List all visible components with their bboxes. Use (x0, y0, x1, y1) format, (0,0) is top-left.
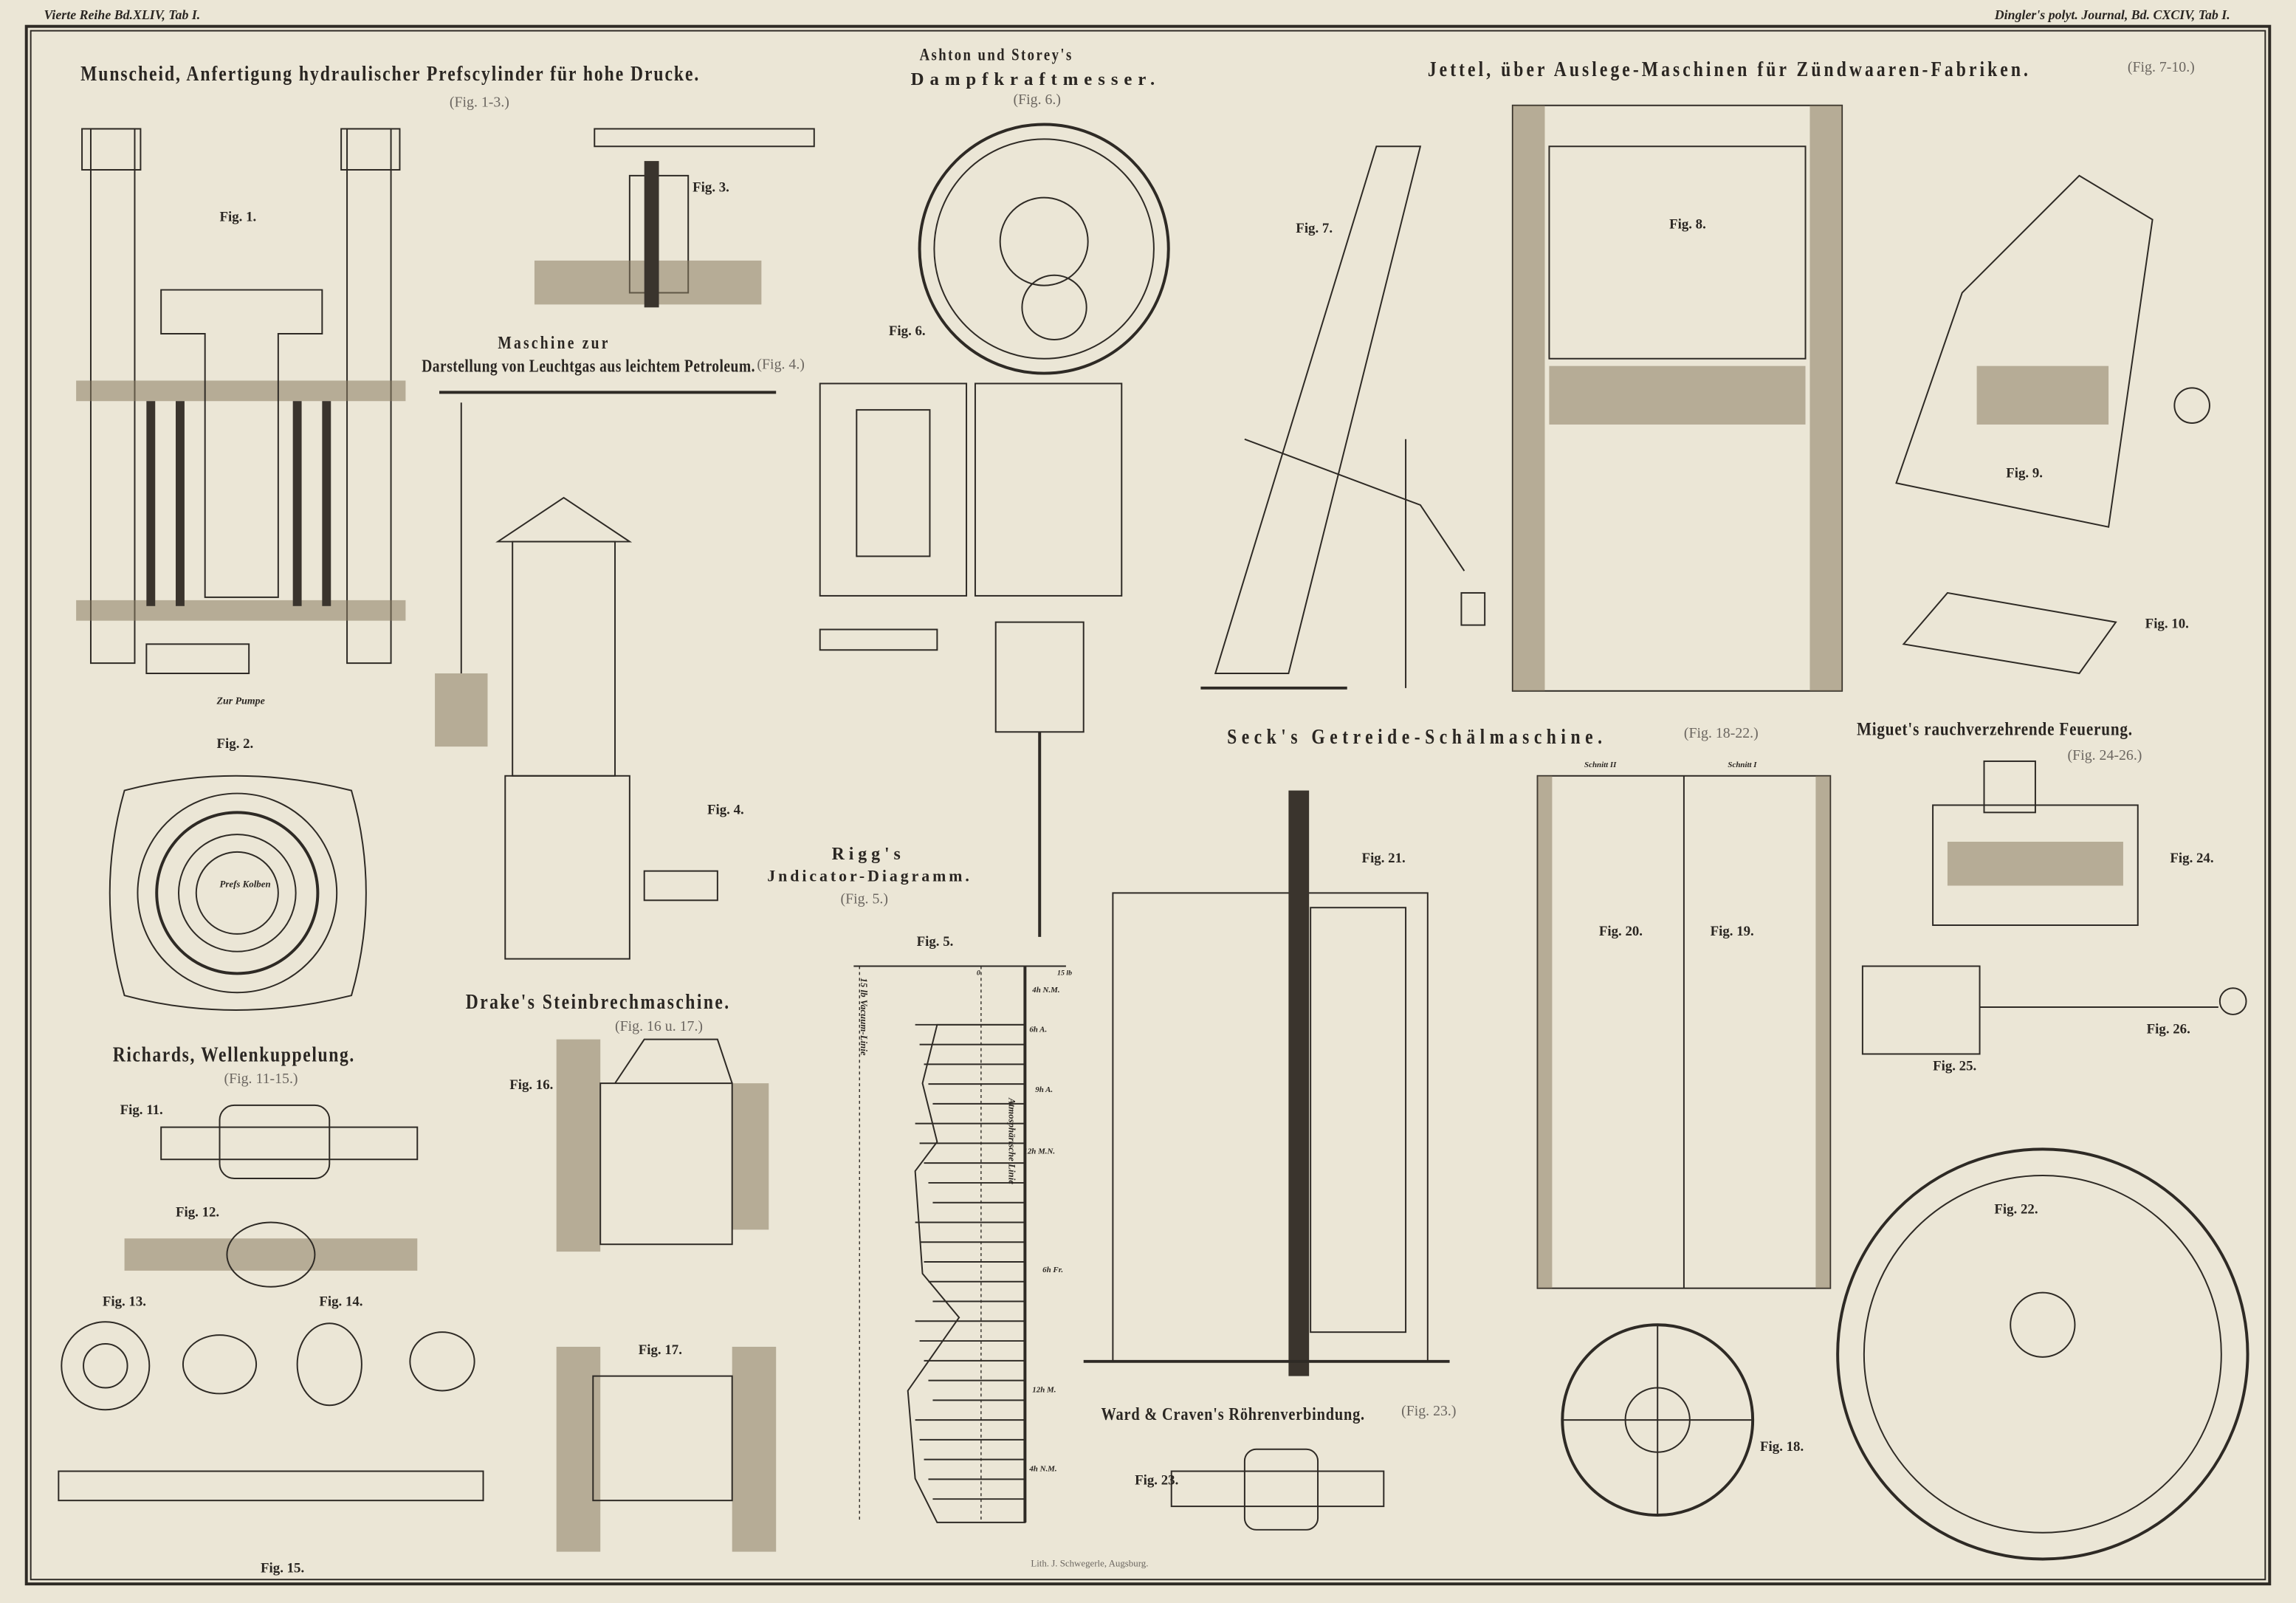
time-label: 12h M.N. (1023, 1147, 1056, 1157)
ashton-title-2: Dampfkraftmesser. (910, 69, 1161, 89)
fig-label-15: Fig. 15. (261, 1562, 305, 1577)
annotation-vacuum-linie: 15 lb Vacuum-Linie (858, 978, 869, 1056)
fig-label-18: Fig. 18. (1760, 1440, 1804, 1455)
fig-label-19: Fig. 19. (1710, 925, 1754, 940)
fig-label-7: Fig. 7. (1296, 222, 1333, 238)
fig-label-22: Fig. 22. (1994, 1203, 2038, 1218)
fig8-drawing (1511, 104, 1843, 692)
fig-label-4: Fig. 4. (707, 803, 744, 819)
ward-title: Ward & Craven's Röhrenverbindung. (1101, 1404, 1365, 1425)
munscheid-title: Munscheid, Anfertigung hydraulischer Pre… (80, 63, 701, 86)
annotation-schnitt-2: Schnitt II (1584, 761, 1617, 770)
annotation-scale-zero: 0 (976, 970, 980, 978)
ashton-title-1: Ashton und Storey's (919, 47, 1073, 65)
richards-figs: (Fig. 11-15.) (224, 1071, 298, 1088)
fig1-press-drawing (76, 128, 406, 674)
fig-label-8: Fig. 8. (1669, 218, 1706, 233)
fig-label-13: Fig. 13. (102, 1295, 146, 1311)
fig3-drawing (534, 128, 815, 308)
jettel-figs: (Fig. 7-10.) (2127, 60, 2195, 77)
fig-label-11: Fig. 11. (120, 1103, 163, 1119)
rigg-title-2: Jndicator-Diagramm. (767, 868, 972, 886)
fig-label-6: Fig. 6. (888, 325, 926, 340)
seck-title: Seck's Getreide-Schälmaschine. (1227, 726, 1607, 750)
time-label: 4h N.M. (1032, 986, 1060, 996)
time-label: 12h M. (1032, 1386, 1056, 1396)
fig-label-23: Fig. 23. (1135, 1474, 1179, 1489)
fig-label-3: Fig. 3. (692, 181, 729, 196)
annotation-zur-pumpe: Zur Pumpe (216, 695, 265, 707)
fig6-dynamometer-drawing (819, 123, 1170, 937)
annotation-prefs-kolben: Prefs Kolben (219, 879, 271, 890)
fig24-26-furnace-drawing (1861, 760, 2247, 1055)
rigg-title-1: Rigg's (831, 842, 905, 864)
fig-label-10: Fig. 10. (2145, 617, 2189, 633)
fig5-indicator-diagram (853, 965, 1066, 1523)
time-label: 6h A. (1029, 1026, 1048, 1035)
fig-label-24: Fig. 24. (2170, 851, 2214, 867)
fig-label-16: Fig. 16. (509, 1079, 554, 1094)
jettel-title: Jettel, über Auslege-Maschinen für Zündw… (1427, 58, 2031, 83)
seck-figs: (Fig. 18-22.) (1683, 726, 1759, 743)
richards-title: Richards, Wellenkuppelung. (112, 1043, 355, 1068)
fig7-drawing (1200, 145, 1486, 690)
fig-label-25: Fig. 25. (1933, 1060, 1977, 1075)
annotation-atmos-linie: Atmosphärische Linie (1006, 1097, 1017, 1185)
time-label: 4h N.M. (1029, 1465, 1057, 1475)
fig23-pipe-joint-drawing (1170, 1448, 1385, 1531)
fig-label-21: Fig. 21. (1361, 851, 1406, 867)
time-label: 9h A. (1035, 1086, 1054, 1095)
fig19-20-drawing (1536, 775, 1832, 1289)
fig-label-26: Fig. 26. (2146, 1023, 2190, 1038)
maschine-figs: (Fig. 4.) (757, 357, 805, 374)
fig18-drawing (1561, 1323, 1755, 1517)
fig22-drawing (1836, 1147, 2249, 1561)
lithographer-credit: Lith. J. Schwegerle, Augsburg. (1031, 1559, 1149, 1570)
maschine-title-1: Maschine zur (498, 332, 611, 353)
fig-label-17: Fig. 17. (638, 1344, 682, 1359)
fig-label-5: Fig. 5. (916, 935, 954, 950)
fig-label-9: Fig. 9. (2006, 467, 2043, 482)
fig9-fig10-drawing (1895, 174, 2210, 675)
miguet-title: Miguet's rauchverzehrende Feuerung. (1856, 717, 2133, 740)
plate-header-right: Dingler's polyt. Journal, Bd. CXCIV, Tab… (1994, 7, 2230, 22)
fig-label-20: Fig. 20. (1598, 925, 1643, 940)
fig-label-14: Fig. 14. (319, 1295, 363, 1311)
annotation-scale-end: 15 lb (1057, 970, 1073, 978)
plate-header-left: Vierte Reihe Bd.XLIV, Tab I. (44, 7, 201, 22)
drake-figs: (Fig. 16 u. 17.) (615, 1018, 704, 1035)
fig-label-2: Fig. 2. (216, 738, 254, 753)
fig4-gas-machine-drawing (435, 391, 777, 960)
plate-frame (24, 24, 2272, 1586)
fig2-flange-drawing (109, 775, 367, 1011)
fig-label-1: Fig. 1. (219, 210, 257, 226)
rigg-figs: (Fig. 5.) (840, 891, 888, 908)
ward-figs: (Fig. 23.) (1401, 1404, 1457, 1421)
ashton-figs: (Fig. 6.) (1013, 92, 1061, 109)
drake-title: Drake's Steinbrechmaschine. (465, 991, 731, 1015)
munscheid-figs: (Fig. 1-3.) (449, 95, 509, 111)
time-label: 6h Fr. (1042, 1266, 1064, 1275)
fig-label-12: Fig. 12. (176, 1206, 220, 1221)
maschine-title-2: Darstellung von Leuchtgas aus leichtem P… (422, 355, 756, 377)
fig11-15-coupling-drawing (58, 1104, 484, 1502)
annotation-schnitt-1: Schnitt I (1728, 761, 1757, 770)
fig21-drawing (1083, 790, 1450, 1376)
fig16-17-stonebreaker-drawing (556, 1038, 777, 1552)
miguet-figs: (Fig. 24-26.) (2067, 748, 2142, 764)
